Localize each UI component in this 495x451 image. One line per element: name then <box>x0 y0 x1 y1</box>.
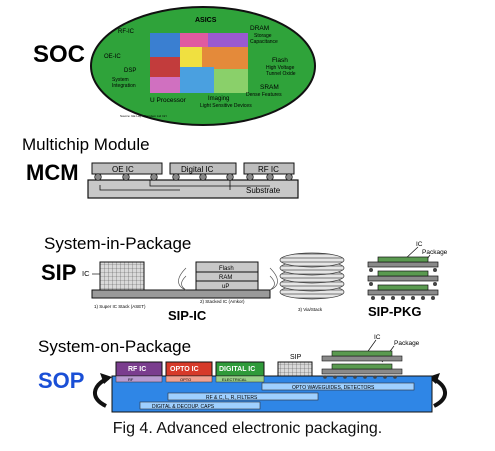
sop-section: System-on-Package SOP RF & C, L, R, FILT… <box>38 334 447 413</box>
sop-package-stack <box>321 350 403 379</box>
mcm-label: MCM <box>26 160 79 185</box>
sip-sub1: 1) Super IC Stack (ASET) <box>94 304 146 309</box>
mcm-section: Multichip Module MCM Substrate OE IC Dig… <box>22 135 299 199</box>
sip-label: SIP <box>41 260 76 285</box>
sop-waveguides-layer <box>261 382 415 391</box>
soc-sram-sub: Dense Features <box>246 92 282 98</box>
sop-package: Package <box>394 340 420 347</box>
sop-digital-ic: DIGITAL IC <box>219 366 255 373</box>
sop-opto-ic: OPTO IC <box>170 366 199 373</box>
sop-caps-layer <box>139 401 261 410</box>
sip-super-ic-stack <box>99 261 145 291</box>
sip-heading: System-in-Package <box>44 234 191 253</box>
sop-sip-block <box>277 361 313 377</box>
sip-base-plate <box>91 289 271 299</box>
sip-ic-left: IC <box>82 269 90 278</box>
soc-section: SOC ASICS RF-IC DRAM Storage Capacitance… <box>33 6 316 126</box>
soc-system2: Integration <box>112 83 136 89</box>
sop-heading: System-on-Package <box>38 337 191 356</box>
soc-flash: Flash <box>272 57 288 64</box>
sip-section: System-in-Package SIP IC 1) Super IC Sta… <box>41 234 448 323</box>
sip-bond-wires <box>178 267 278 291</box>
sip-flash: Flash <box>219 266 234 272</box>
soc-die-blocks <box>150 33 248 93</box>
sop-sip: SIP <box>290 354 302 361</box>
soc-rfic: RF-IC <box>118 29 135 35</box>
mcm-heading: Multichip Module <box>22 135 150 154</box>
soc-dram: DRAM <box>250 25 269 32</box>
sop-rf-sub: RF <box>128 377 134 382</box>
sop-ic: IC <box>374 334 381 341</box>
soc-flash-sub1: High Voltage <box>266 65 295 71</box>
sip-up-die <box>195 280 259 291</box>
soc-flash-sub2: Tunnel Oxide <box>266 71 296 77</box>
sip-ram: RAM <box>219 275 232 281</box>
mcm-substrate <box>87 179 299 199</box>
soc-dram-sub1: Storage <box>254 33 272 39</box>
sip-up: uP <box>222 284 229 290</box>
sip-ic-title: SIP-IC <box>168 308 207 323</box>
mcm-solder-bumps <box>94 173 293 181</box>
mcm-substrate-label: Substrate <box>246 186 281 195</box>
sop-caps: DIGITAL & DECOUP. CAPS <box>152 404 215 410</box>
mcm-rf-ic: RF IC <box>258 165 279 174</box>
soc-sram: SRAM <box>260 84 279 91</box>
figure-caption: Fig 4. Advanced electronic packaging. <box>112 420 383 437</box>
mcm-wiring <box>99 180 270 191</box>
sop-filters-layer <box>167 392 319 401</box>
sip-via-stack <box>279 252 345 300</box>
soc-label: SOC <box>33 41 85 68</box>
sop-electrical: ELECTRICAL <box>222 377 247 382</box>
sop-filters: RF & C, L, R, FILTERS <box>206 395 258 401</box>
sop-rf-ic: RF IC <box>128 366 146 373</box>
soc-dram-sub2: Capacitance <box>250 39 278 45</box>
sip-package: Package <box>422 249 448 256</box>
soc-footnote: Source: GE Lay - Mai Idem Ltd Int'l <box>120 114 167 118</box>
soc-oeic: OE-IC <box>104 54 121 60</box>
mcm-oe-ic: OE IC <box>112 165 134 174</box>
soc-asics: ASICS <box>195 17 217 24</box>
soc-dsp: DSP <box>124 68 136 74</box>
sip-sub2: 2) Stacked IC (Amkor) <box>200 299 245 304</box>
sop-opto-sub: OPTO <box>180 377 191 382</box>
sop-waveguides: OPTO WAVEGUIDES, DETECTORS <box>292 385 375 391</box>
sip-package-stack <box>367 256 439 300</box>
sip-sub3: 3) Via/Stack <box>298 307 323 312</box>
soc-system1: System <box>112 77 129 83</box>
sip-ic-right: IC <box>416 241 423 248</box>
sip-pkg-title: SIP-PKG <box>368 304 421 319</box>
soc-uproc: U Processor <box>150 97 187 104</box>
soc-imaging-sub: Light Sensitive Devices <box>200 103 252 109</box>
mcm-digital-ic: Digital IC <box>181 165 214 174</box>
soc-imaging: Imaging <box>208 96 229 102</box>
sop-label: SOP <box>38 368 84 393</box>
